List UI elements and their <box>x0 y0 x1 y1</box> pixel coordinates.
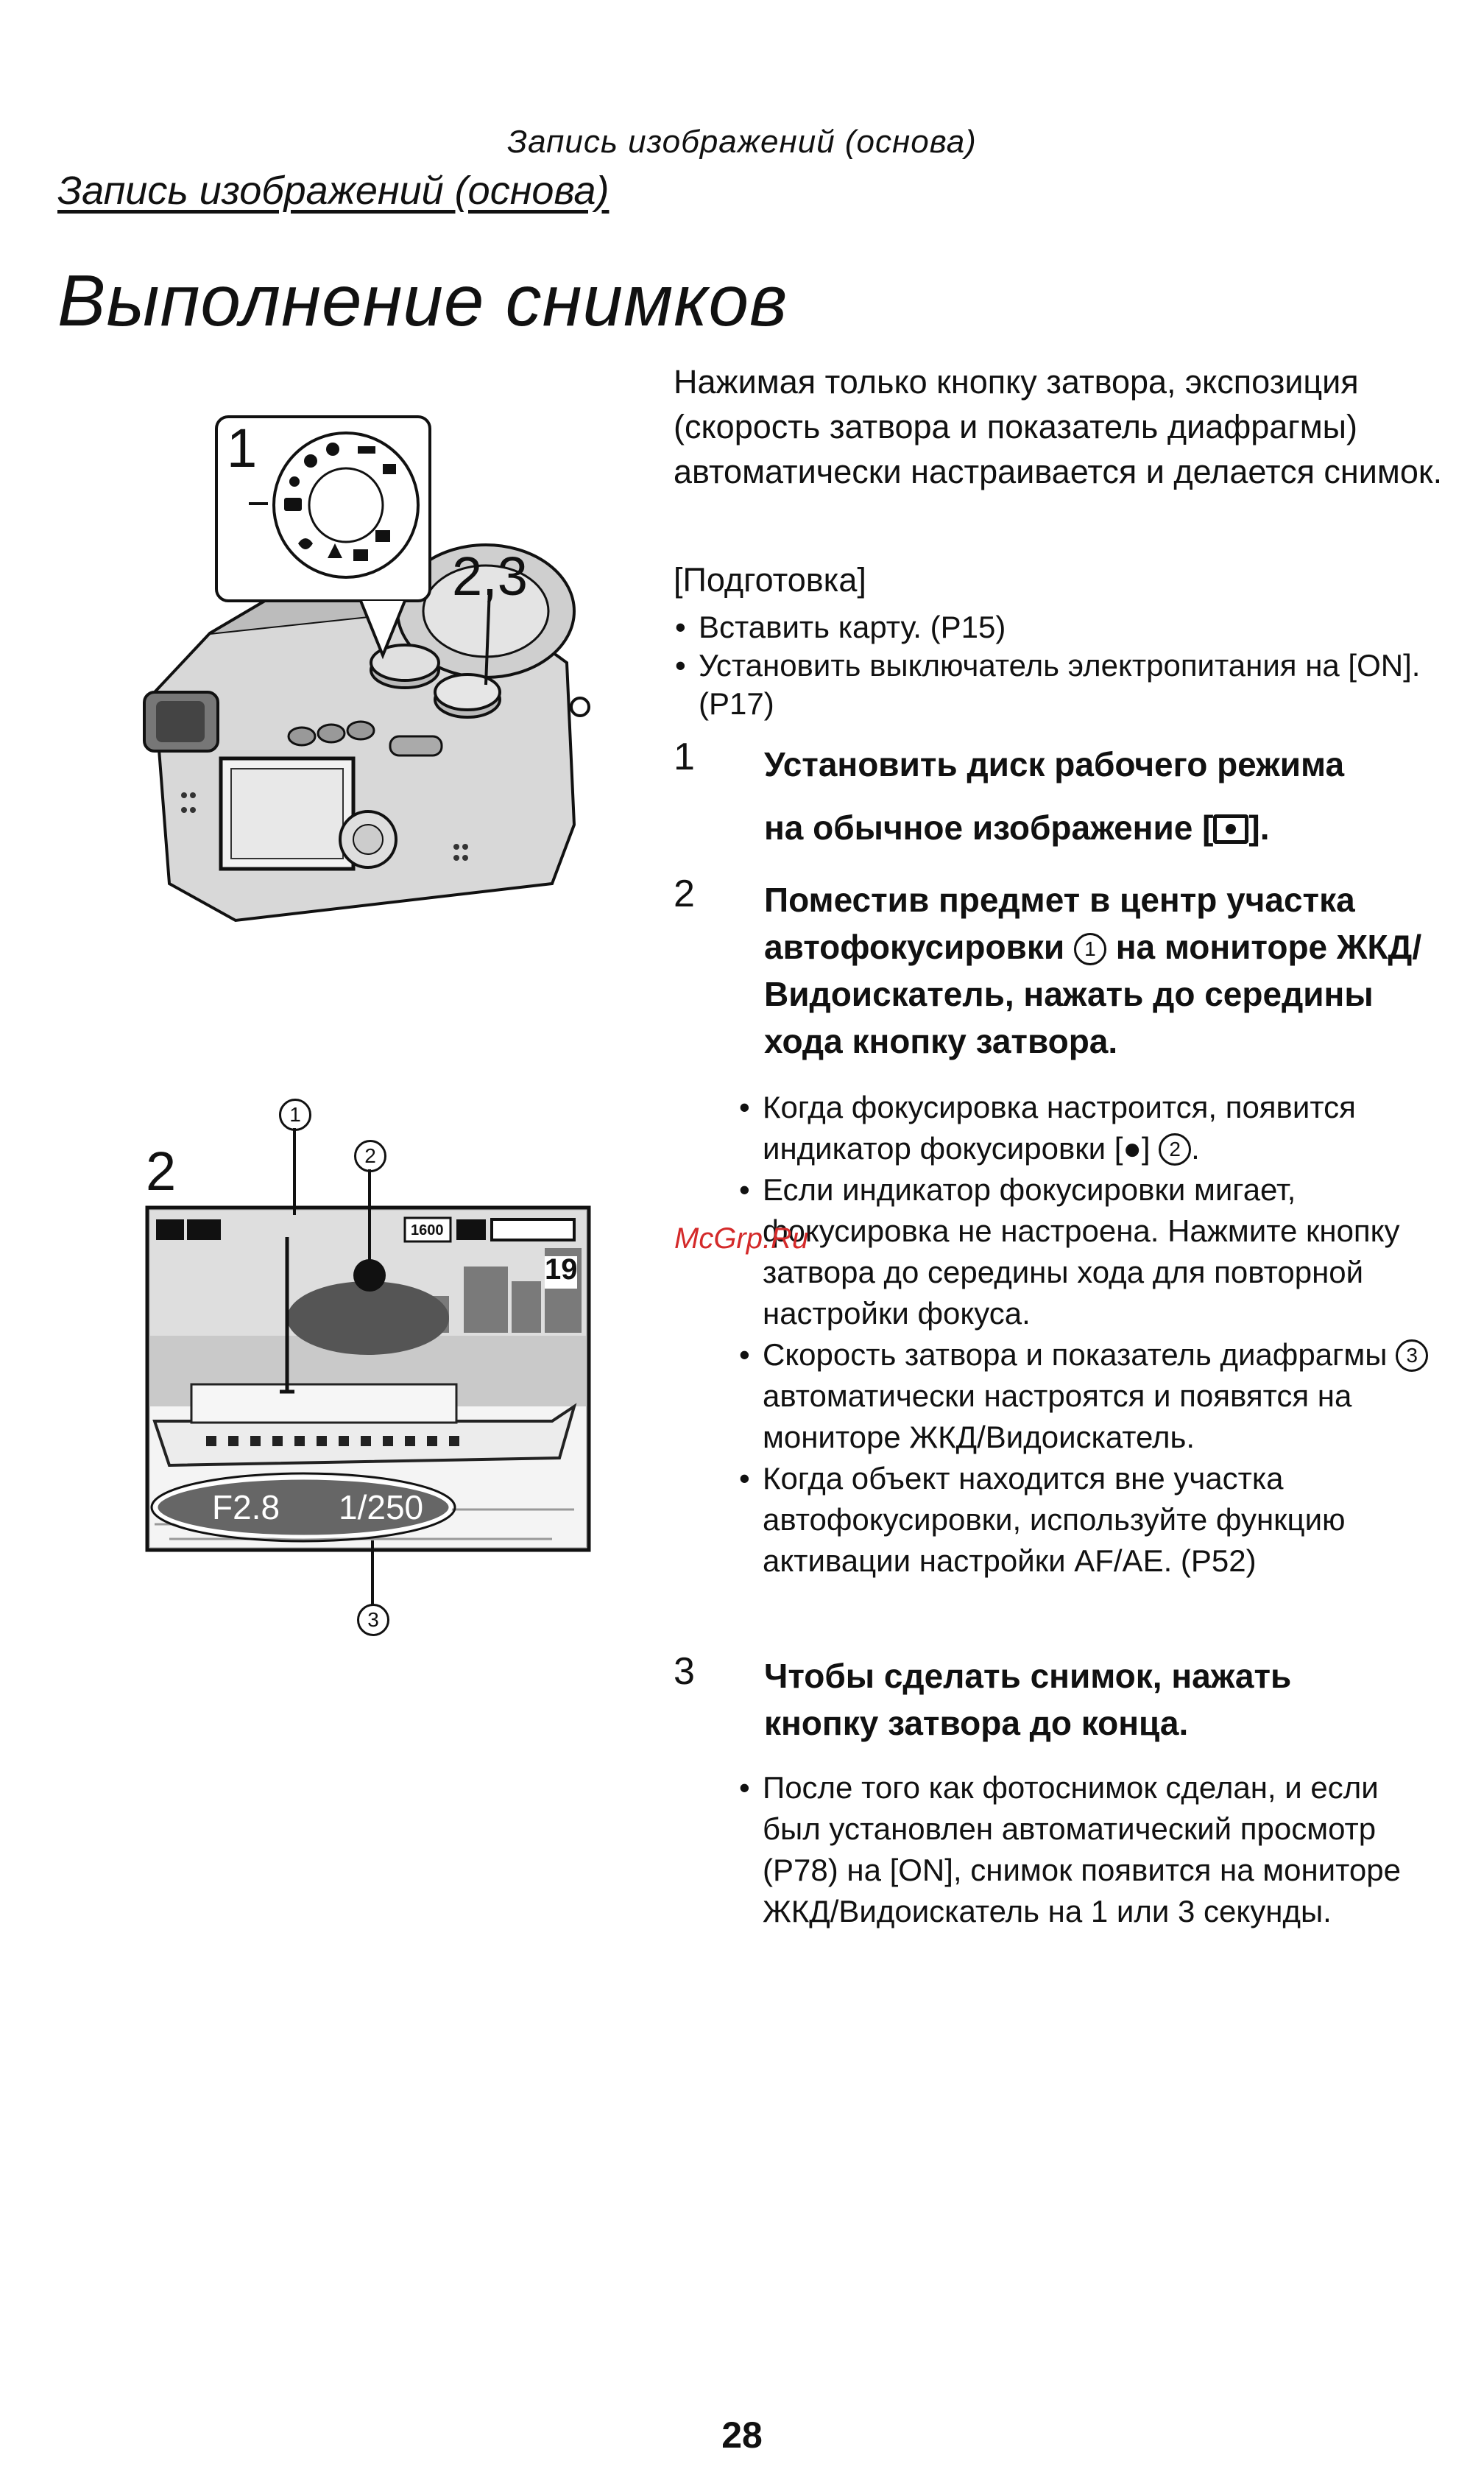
list-item: Установить выключатель электропитания на… <box>674 647 1454 723</box>
list-item: Если индикатор фокусировки мигает, фокус… <box>736 1169 1435 1334</box>
frames-remaining: 19 <box>545 1253 578 1286</box>
list-item: После того как фотоснимок сделан, и если… <box>736 1767 1435 1932</box>
step-text-line: Установить диск рабочего режима <box>764 745 1345 783</box>
callout-marker-1: 1 <box>279 1099 311 1131</box>
step-2-notes: Когда фокусировка настроится, появится и… <box>736 1087 1435 1582</box>
step-number: 3 <box>674 1650 695 1693</box>
step-number: 2 <box>674 873 695 915</box>
note-text: Когда фокусировка настроится, появится и… <box>763 1090 1356 1166</box>
page-number: 28 <box>721 2414 763 2456</box>
camera-figure: 1 2,3 <box>140 412 611 943</box>
callout-marker-1: 1 <box>1073 933 1106 965</box>
watermark: McGrp.Ru <box>674 1222 809 1255</box>
figure-label-dial: 1 <box>227 418 258 479</box>
figure-label-buttons: 2,3 <box>452 546 528 607</box>
step-number: 1 <box>674 736 695 778</box>
step-text-part: на мониторе ЖКД/Видоискатель, нажать до … <box>764 928 1422 1060</box>
running-header: Запись изображений (основа) <box>507 124 977 160</box>
list-item: Скорость затвора и показатель диафрагмы … <box>736 1334 1435 1458</box>
aperture-value: F2.8 <box>212 1488 280 1526</box>
intro-paragraph: Нажимая только кнопку затвора, экспозици… <box>674 363 1443 490</box>
list-item: Вставить карту. (P15) <box>674 608 1454 647</box>
lcd-figure: 2 <box>140 1097 611 1657</box>
callout-marker-2: 2 <box>354 1140 386 1172</box>
note-text: Когда объект находится вне участка автоф… <box>763 1461 1346 1578</box>
step-text-part: на обычное изображение [ <box>764 809 1214 847</box>
step-3-notes: После того как фотоснимок сделан, и если… <box>736 1767 1435 1932</box>
preparation-title: [Подготовка] <box>674 561 866 599</box>
step-text-line: на обычное изображение []. <box>764 804 1427 851</box>
callout-marker-2: 2 <box>1159 1133 1192 1166</box>
shutter-speed-value: 1/250 <box>339 1488 424 1526</box>
step-1-text: Установить диск рабочего режима на обычн… <box>764 741 1427 851</box>
list-item: Когда объект находится вне участка автоф… <box>736 1458 1435 1582</box>
section-title: Запись изображений (основа) <box>57 169 610 213</box>
step-text-part: Поместив предмет в центр участка автофок… <box>764 881 1355 966</box>
list-item: Когда фокусировка настроится, появится и… <box>736 1087 1435 1169</box>
note-text: Скорость затвора и показатель диафрагмы <box>763 1337 1388 1372</box>
camera-illustration <box>143 415 590 923</box>
camera-mode-icon <box>1213 814 1249 844</box>
figure-label-lcd: 2 <box>146 1141 177 1202</box>
note-text: автоматически настроятся и появятся на м… <box>763 1378 1352 1454</box>
callout-marker-3: 3 <box>357 1604 389 1636</box>
callout-marker-3: 3 <box>1396 1339 1429 1372</box>
iso-readout: 1600 <box>411 1222 444 1239</box>
lcd-illustration <box>145 1128 591 1605</box>
step-3-text: Чтобы сделать снимок, нажать кнопку затв… <box>764 1657 1292 1742</box>
page-title: Выполнение снимков <box>57 260 788 341</box>
note-text: . <box>1191 1131 1200 1166</box>
step-text-part: ]. <box>1248 809 1270 847</box>
step-2-text: Поместив предмет в центр участка автофок… <box>764 876 1427 1065</box>
note-text: Если индикатор фокусировки мигает, фокус… <box>763 1172 1400 1331</box>
preparation-list: Вставить карту. (P15) Установить выключа… <box>674 608 1454 723</box>
